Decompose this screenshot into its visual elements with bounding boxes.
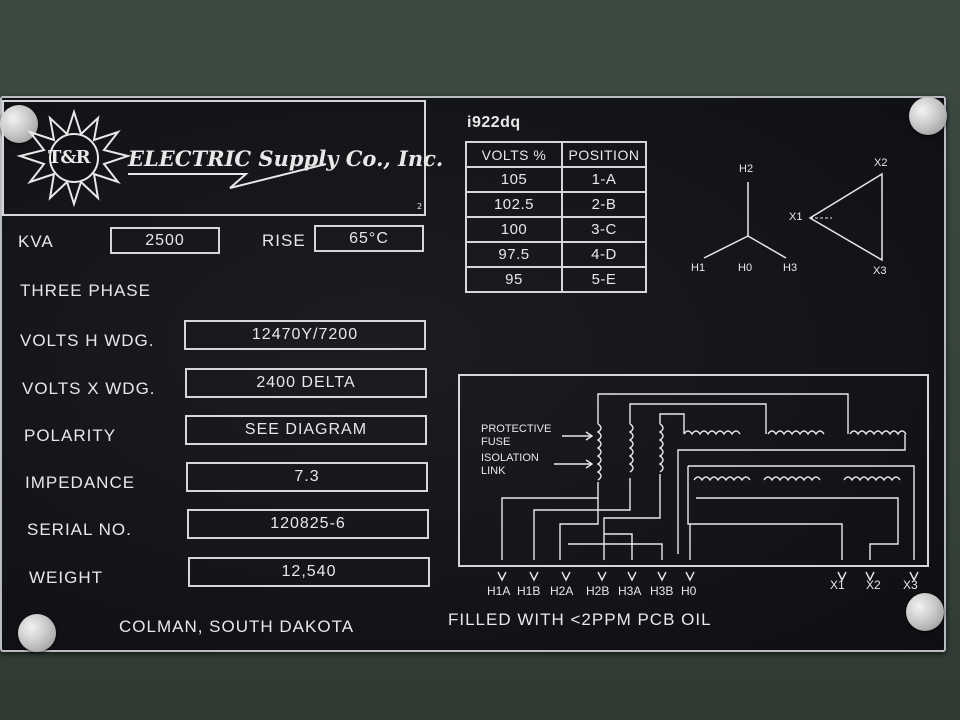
lightning-bolt-icon: [128, 163, 327, 189]
tap-volts: 95: [465, 266, 563, 293]
screw-top-right: [909, 97, 947, 135]
kva-label: KVA: [18, 232, 54, 251]
field-label-weight: WEIGHT: [29, 568, 103, 587]
tap-volts: 105: [465, 166, 563, 193]
field-value-serial: 120825-6: [187, 509, 429, 539]
phase-label: THREE PHASE: [20, 281, 151, 300]
location-text: COLMAN, SOUTH DAKOTA: [119, 617, 355, 636]
wiring-diagram-box: [458, 374, 929, 567]
protective-fuse-label-1: PROTECTIVE: [481, 423, 552, 435]
tap-header-position: POSITION: [561, 141, 647, 168]
tap-position: 3-C: [561, 216, 647, 243]
terminal-h2b: H2B: [586, 584, 610, 598]
terminal-x2: X2: [866, 578, 881, 592]
logo-box: [2, 100, 426, 216]
terminal-x1: X1: [830, 578, 845, 592]
terminal-h0: H0: [681, 584, 697, 598]
table-row: 105 1-A: [465, 166, 647, 193]
terminal-h3b: H3B: [650, 584, 674, 598]
terminal-h2a: H2A: [550, 584, 574, 598]
terminal-h1a: H1A: [487, 584, 511, 598]
field-label-serial: SERIAL NO.: [27, 520, 132, 539]
vector-x1: X1: [789, 211, 803, 223]
vector-x3: X3: [873, 265, 887, 277]
vector-h2: H2: [739, 163, 754, 175]
terminal-h1b: H1B: [517, 584, 541, 598]
tap-position: 4-D: [561, 241, 647, 268]
isolation-link-label-2: LINK: [481, 465, 506, 477]
field-value-volts-x: 2400 DELTA: [185, 368, 427, 398]
tap-position: 1-A: [561, 166, 647, 193]
table-row: 97.5 4-D: [465, 241, 647, 268]
wiring-diagram: [497, 393, 919, 582]
field-label-volts-x: VOLTS X WDG.: [22, 379, 156, 398]
field-label-volts-h: VOLTS H WDG.: [20, 331, 155, 350]
company-name: ELECTRIC Supply Co., Inc.: [128, 146, 444, 171]
table-row: 102.5 2-B: [465, 191, 647, 218]
field-label-polarity: POLARITY: [24, 426, 117, 445]
logo-small-number: 2: [417, 202, 423, 211]
tap-header-volts: VOLTS %: [465, 141, 563, 168]
field-label-impedance: IMPEDANCE: [25, 473, 136, 492]
isolation-link-label-1: ISOLATION: [481, 452, 539, 464]
tap-position: 2-B: [561, 191, 647, 218]
tap-volts: 97.5: [465, 241, 563, 268]
rise-value: 65°C: [314, 225, 424, 252]
terminal-h3a: H3A: [618, 584, 642, 598]
logo-starburst: [16, 108, 132, 208]
vector-diagram: [703, 172, 883, 262]
id-code: i922dq: [467, 114, 521, 131]
table-row: 100 3-C: [465, 216, 647, 243]
table-row: 95 5-E: [465, 266, 647, 293]
tap-volts: 100: [465, 216, 563, 243]
tap-position: 5-E: [561, 266, 647, 293]
terminal-x3: X3: [903, 578, 918, 592]
screw-bottom-right: [906, 593, 944, 631]
field-value-volts-h: 12470Y/7200: [184, 320, 426, 350]
vector-h1: H1: [691, 262, 706, 274]
kva-value: 2500: [110, 227, 220, 254]
tap-volts: 102.5: [465, 191, 563, 218]
tap-table: VOLTS % POSITION 105 1-A 102.5 2-B 100 3…: [465, 141, 647, 293]
vector-h0: H0: [738, 262, 753, 274]
vector-x2: X2: [874, 157, 888, 169]
rise-label: RISE: [262, 231, 306, 250]
field-value-polarity: SEE DIAGRAM: [185, 415, 427, 445]
field-value-weight: 12,540: [188, 557, 430, 587]
screw-top-left: [0, 105, 38, 143]
field-value-impedance: 7.3: [186, 462, 428, 492]
logo-mark: T&R: [48, 147, 91, 168]
vector-h3: H3: [783, 262, 798, 274]
oil-text: FILLED WITH <2PPM PCB OIL: [448, 610, 712, 629]
screw-bottom-left: [18, 614, 56, 652]
protective-fuse-label-2: FUSE: [481, 436, 511, 448]
